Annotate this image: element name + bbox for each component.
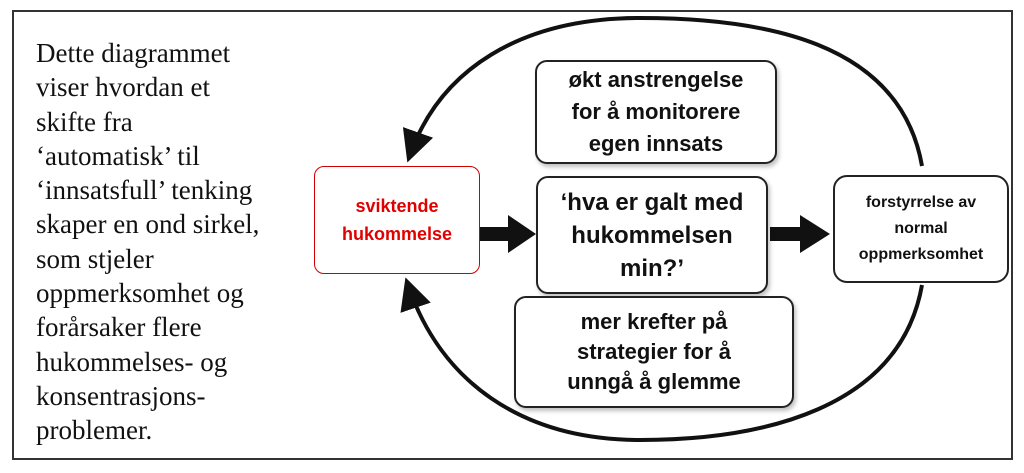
increased-effort-box: økt anstrengelse for å monitorere egen i…: [535, 60, 777, 164]
description-text: Dette diagrammet viser hvordan et skifte…: [36, 38, 260, 446]
failing-memory-box: sviktende hukommelse: [314, 166, 480, 274]
central-question-box: ‘hva er galt med hukommelsen min?’: [536, 176, 768, 294]
left-flow-arrow: [480, 215, 536, 253]
attention-disruption-box: forstyrrelse av normal oppmerksomhet: [833, 175, 1009, 283]
upper-cycle-arrow: [402, 15, 924, 167]
right-flow-arrow: [770, 215, 830, 253]
lower-cycle-arrow: [400, 277, 924, 443]
more-strategies-box: mer krefter på strategier for å unngå å …: [514, 296, 794, 408]
